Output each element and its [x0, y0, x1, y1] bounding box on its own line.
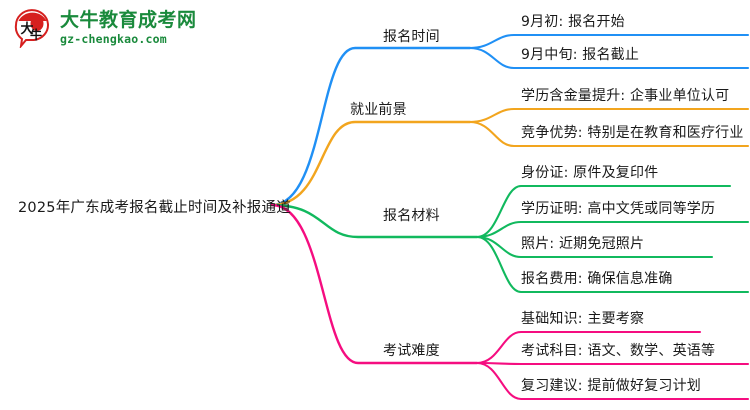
branch-label-baomingcailiao[interactable]: 报名材料 — [383, 208, 440, 224]
leaf-label[interactable]: 报名费用: 确保信息准确 — [521, 271, 673, 287]
leaf-label[interactable]: 9月初: 报名开始 — [521, 14, 625, 30]
bull-speech-bubble-logo-icon: 大 牛 — [12, 8, 54, 48]
branch-label-jiuyeqianjing[interactable]: 就业前景 — [350, 102, 407, 118]
leaf-label[interactable]: 9月中旬: 报名截止 — [521, 47, 640, 63]
branch-label-baomingshijian[interactable]: 报名时间 — [383, 29, 440, 45]
leaf-label[interactable]: 学历含金量提升: 企事业单位认可 — [521, 88, 730, 104]
branch-label-kaoshinandu[interactable]: 考试难度 — [383, 343, 440, 359]
leaf-label[interactable]: 照片: 近期免冠照片 — [521, 236, 645, 252]
mindmap-root-label: 2025年广东成考报名截止时间及补报通道 — [18, 200, 291, 216]
leaf-label[interactable]: 基础知识: 主要考察 — [521, 311, 645, 327]
logo-domain: gz-chengkao.com — [60, 31, 167, 46]
svg-text:大: 大 — [20, 21, 33, 37]
leaf-label[interactable]: 竞争优势: 特别是在教育和医疗行业 — [521, 125, 744, 141]
leaf-label[interactable]: 学历证明: 高中文凭或同等学历 — [521, 201, 716, 217]
leaf-label[interactable]: 身份证: 原件及复印件 — [521, 165, 659, 181]
site-logo: 大 牛 大牛教育成考网 gz-chengkao.com — [12, 8, 197, 48]
leaf-label[interactable]: 考试科目: 语文、数学、英语等 — [521, 343, 716, 359]
leaf-label[interactable]: 复习建议: 提前做好复习计划 — [521, 378, 701, 394]
svg-text:牛: 牛 — [30, 27, 42, 42]
logo-brand-name: 大牛教育成考网 — [60, 8, 197, 31]
